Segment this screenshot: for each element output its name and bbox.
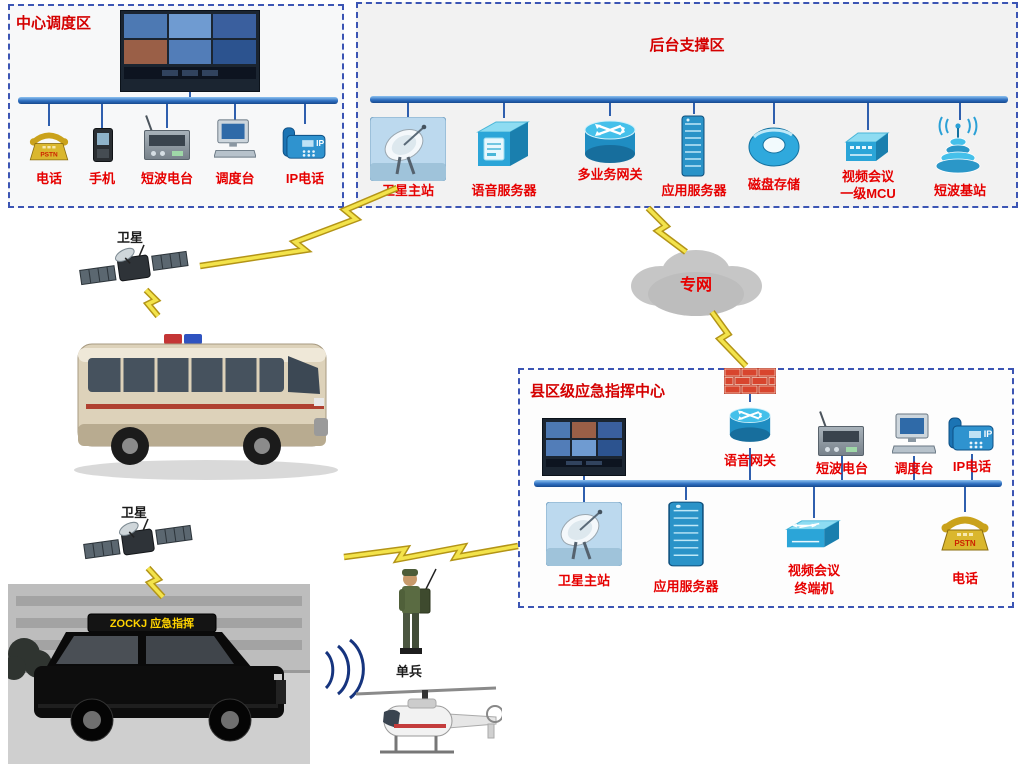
device-label: 电话 [951,571,979,586]
connector-line [609,103,611,116]
connector-line [813,487,815,518]
helicopter-drone [355,686,502,754]
connector-line [971,454,973,480]
firewall-icon [724,368,776,394]
device-label: 调度台 [894,461,934,476]
connector-line [189,92,191,97]
device-label: 视频会议 [787,563,841,578]
device-label: IP电话 [952,459,992,474]
dispatch-console-icon [892,413,936,454]
emergency-suv-photo: ZOCKJ 应急指挥 [8,584,310,764]
connector-line [304,104,306,124]
disk-storage-icon [748,127,800,167]
zone-center-dispatch: 中心调度区 PSTN [8,4,344,208]
connector-line [749,394,751,402]
device-label: 短波电台 [815,461,869,476]
multiservice-gateway-icon [584,120,636,163]
device-label: 磁盘存储 [747,177,801,192]
device-label: 手机 [88,171,116,186]
satellite-icon [79,244,189,286]
device-label: 短波电台 [140,171,194,186]
soldier-label: 单兵 [395,664,423,679]
private-network-cloud: 专网 [631,250,762,316]
connector-line [867,103,869,130]
voice-server-icon [476,121,530,166]
zone-title-backend: 后台支撑区 [649,37,725,54]
device-label: 语音网关 [723,453,777,468]
connector-line [234,104,236,120]
satellite-upper-label: 卫星 [116,230,144,245]
suv-roof-banner: ZOCKJ 应急指挥 [110,616,194,630]
device-label: IP电话 [285,171,325,186]
lightning-bolt [343,542,519,564]
shortwave-radio-icon [818,426,864,456]
command-bus-vehicle [74,334,338,480]
device-label: 视频会议 [841,169,895,184]
connector-line [503,103,505,118]
satellite-icon [83,518,193,560]
connector-line [773,103,775,124]
connector-line [166,104,168,128]
device-label: 短波基站 [933,183,987,198]
app-server-icon [668,501,704,567]
bus-line-county [534,480,1002,487]
pstn-badge: PSTN [954,539,976,548]
connector-line [685,487,687,500]
radio-waves-icon [324,638,365,700]
video-terminal-switch-icon [785,520,841,548]
ip-phone-icon: IP [948,417,994,451]
connector-line [48,104,50,126]
app-server-icon [681,115,705,177]
device-label: 电话 [35,171,63,186]
device-label: 应用服务器 [661,183,727,198]
connector-line [959,103,961,120]
shortwave-base-icon [935,116,981,174]
zone-title-center: 中心调度区 [16,15,92,32]
video-mcu-icon [844,132,890,161]
device-label: 多业务网关 [577,167,643,182]
satellite-dish-icon [546,502,622,566]
zone-title-county: 县区级应急指挥中心 [530,383,666,400]
connector-line [583,487,585,502]
device-label: 终端机 [794,581,834,596]
pstn-phone-icon: PSTN [941,516,989,551]
satellite-lower-label: 卫星 [120,505,148,520]
voice-gateway-icon [729,407,771,442]
video-wall [542,418,626,476]
ip-badge: IP [316,138,324,148]
device-label: 调度台 [215,171,255,186]
bus-line-backend [370,96,1008,103]
private-network-label: 专网 [680,275,712,294]
video-wall [120,10,260,92]
dispatch-console-icon [214,119,256,158]
soldier-figure [399,568,437,654]
connector-line [101,104,103,128]
device-label: 语音服务器 [471,183,537,198]
ip-phone-icon: IP [282,127,326,159]
connector-line [913,456,915,480]
pstn-badge: PSTN [40,152,58,159]
device-label: 应用服务器 [653,579,719,594]
device-label: 卫星主站 [557,573,611,588]
satellite-dish-icon [370,117,446,181]
connector-line [964,487,966,512]
zone-county-command: 县区级应急指挥中心 语音网关 [518,368,1014,608]
connector-line [841,456,843,480]
mobile-phone-icon [93,128,113,162]
shortwave-radio-icon [144,130,190,160]
pstn-phone-icon: PSTN [29,132,69,161]
device-label: 卫星主站 [381,183,435,198]
connector-line [749,448,751,480]
connector-line [693,103,695,114]
device-label: 一级MCU [840,186,896,201]
ip-badge: IP [984,429,993,439]
connector-line [583,476,585,480]
connector-line [407,103,409,117]
bus-line-center [18,97,338,104]
zone-backend-support: 后台支撑区 [356,2,1018,208]
